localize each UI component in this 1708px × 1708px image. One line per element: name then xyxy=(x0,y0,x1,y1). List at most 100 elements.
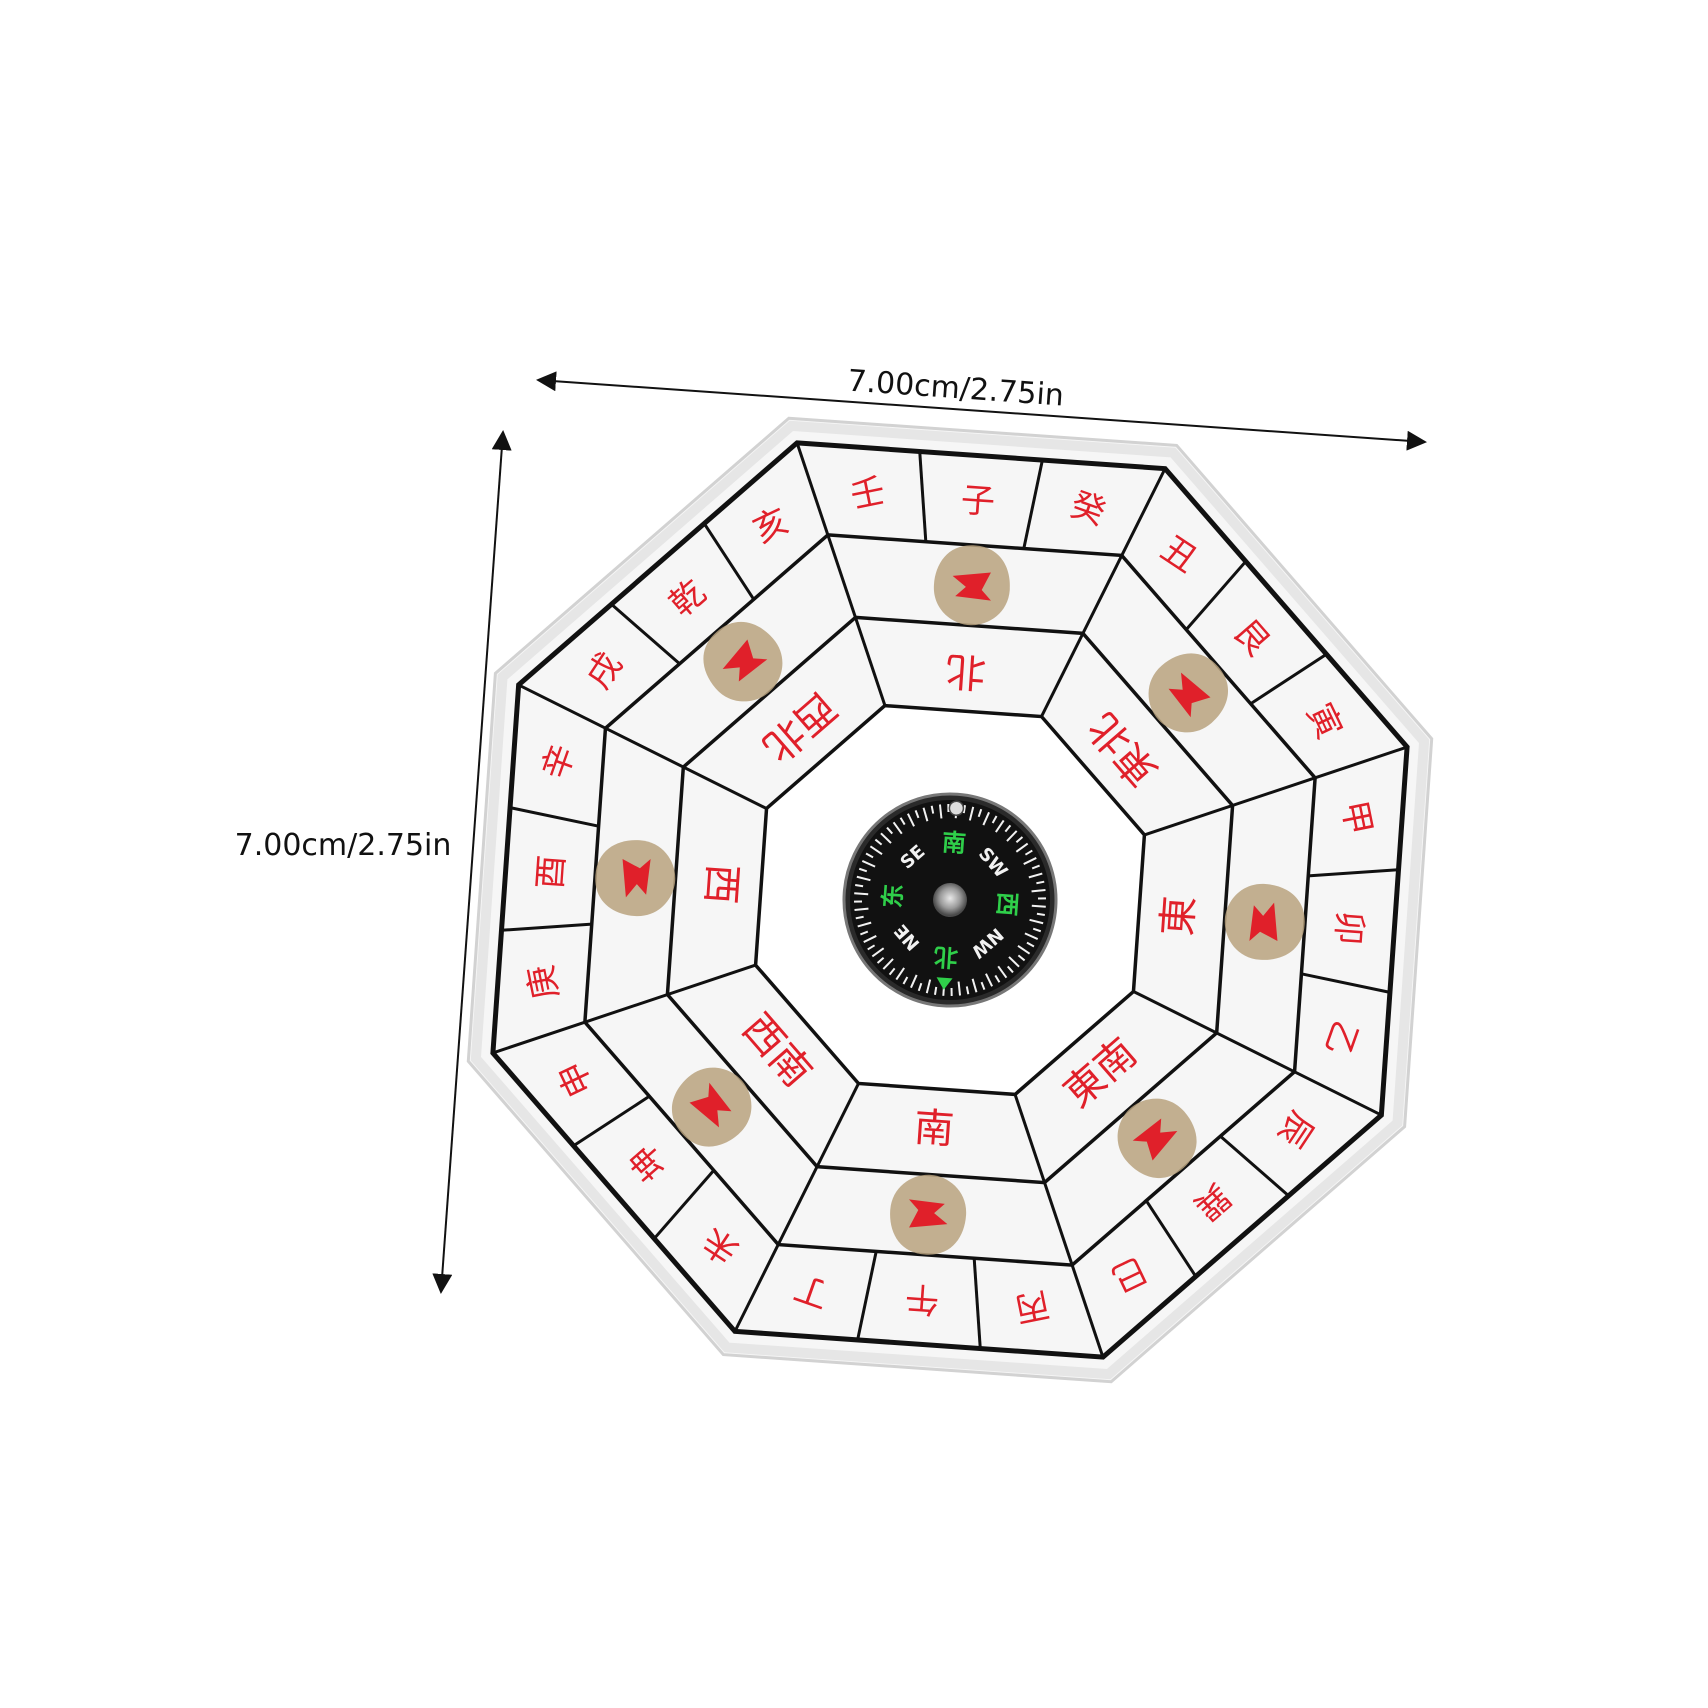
compass-tick xyxy=(910,974,918,989)
sector-divider xyxy=(1040,554,1124,718)
compass-tick xyxy=(1024,932,1039,940)
compass-tick xyxy=(962,805,967,814)
compass-tick xyxy=(995,819,1005,833)
compass-tick xyxy=(1008,956,1020,968)
outer-cell-divider xyxy=(1301,972,1391,994)
trigram-medallion xyxy=(595,840,676,917)
compass-tick xyxy=(947,803,950,813)
trigram-glyph xyxy=(1168,672,1211,718)
compass-tick xyxy=(957,981,962,996)
outer-cell-divider xyxy=(1120,467,1167,557)
trigram-glyph xyxy=(622,859,651,898)
trigram-medallion xyxy=(933,545,1010,626)
outer-cell-divider xyxy=(795,442,830,536)
inner-direction-label: 北 xyxy=(944,647,987,696)
compass-tick xyxy=(854,892,869,896)
compass-tick xyxy=(855,883,864,888)
compass-ticks xyxy=(853,803,1047,997)
compass-pivot xyxy=(933,883,967,917)
outer-cell-divider xyxy=(517,683,607,730)
compass-tick xyxy=(1023,857,1037,865)
outer-ring-char: 卯 xyxy=(1327,910,1369,947)
trigram-glyph xyxy=(1132,1118,1178,1161)
sector-divider xyxy=(584,963,757,1024)
compass-tick xyxy=(882,958,894,970)
outer-cell-divider xyxy=(1022,459,1044,549)
compass-tick xyxy=(855,915,864,920)
sector-divider xyxy=(1132,990,1296,1074)
width-dimension-arrow xyxy=(536,371,1427,451)
compass-tick xyxy=(1017,954,1026,962)
compass-tick xyxy=(1031,904,1046,908)
compass-label: 北 xyxy=(933,942,959,972)
compass-label: 南 xyxy=(941,828,967,858)
compass-tick xyxy=(888,967,896,976)
trigram-glyph xyxy=(909,1199,948,1228)
trigram-medallion xyxy=(703,622,783,702)
compass-tick xyxy=(871,947,885,958)
outer-ring-char: 甲 xyxy=(1333,797,1379,838)
compass-tick xyxy=(876,956,885,964)
trigram-medallion xyxy=(672,1067,752,1147)
compass-tick xyxy=(1036,880,1045,885)
compass-tick xyxy=(933,986,938,995)
compass-label: 西 xyxy=(992,891,1022,917)
outer-ring-char: 庚 xyxy=(521,962,567,1003)
compass-tick xyxy=(869,845,883,855)
compass-tick xyxy=(930,805,935,814)
outer-cell-divider xyxy=(1145,1199,1198,1278)
compass-tick xyxy=(1015,842,1029,853)
compass-tick xyxy=(895,967,905,981)
compass-tick xyxy=(1006,830,1018,842)
trigram-medallion xyxy=(890,1174,967,1255)
compass-tick xyxy=(1006,965,1014,974)
outer-cell-divider xyxy=(1293,1070,1383,1117)
compass-tick xyxy=(1029,918,1044,925)
outer-cell-divider xyxy=(610,603,681,665)
compass-tick xyxy=(971,978,978,993)
compass-tick xyxy=(950,987,953,997)
outer-cell-divider xyxy=(702,522,755,601)
outer-cell-divider xyxy=(572,1095,651,1148)
compass-tick xyxy=(863,935,877,943)
outer-cell-divider xyxy=(1308,868,1399,878)
outer-cell-divider xyxy=(918,451,928,542)
compass-tick xyxy=(914,810,920,819)
compass-label: 东 xyxy=(878,883,908,909)
outer-cell-divider xyxy=(1314,745,1408,780)
compass-tick xyxy=(997,965,1008,979)
outer-ring-char: 酉 xyxy=(530,854,572,891)
trigram-glyph xyxy=(1249,902,1278,941)
compass-tick xyxy=(938,804,943,819)
compass-tick xyxy=(856,875,871,882)
compass-tick xyxy=(858,867,868,873)
sector-divider xyxy=(776,1082,860,1246)
compass-tick xyxy=(980,981,986,990)
inner-direction-label: 南 xyxy=(912,1105,955,1154)
height-dimension-arrow xyxy=(432,430,512,1294)
compass-tick xyxy=(853,900,863,903)
inner-direction-label: 西 xyxy=(697,862,746,905)
compass-bubble xyxy=(948,800,965,816)
trigram-medallion xyxy=(1117,1098,1197,1178)
compass-tick xyxy=(860,930,869,936)
compass-tick xyxy=(880,832,892,844)
outer-cell-divider xyxy=(733,1243,780,1333)
compass-tick xyxy=(925,979,932,994)
compass-tick xyxy=(982,811,990,826)
trigram-glyph xyxy=(952,572,991,601)
trigram-medallion xyxy=(1224,883,1305,960)
compass-tick xyxy=(902,976,909,985)
compass-tick xyxy=(994,974,1001,983)
sector-divider xyxy=(604,726,768,810)
trigram-symbols xyxy=(595,545,1305,1255)
sector-divider xyxy=(1013,1093,1074,1266)
compass-tick xyxy=(1036,912,1045,917)
compass-tick xyxy=(1032,927,1042,933)
compass-tick xyxy=(867,944,876,951)
outer-ring-char: 午 xyxy=(904,1277,941,1319)
compass-tick xyxy=(1017,945,1031,955)
compass-tick xyxy=(1004,824,1012,833)
compass-tick xyxy=(886,826,894,835)
